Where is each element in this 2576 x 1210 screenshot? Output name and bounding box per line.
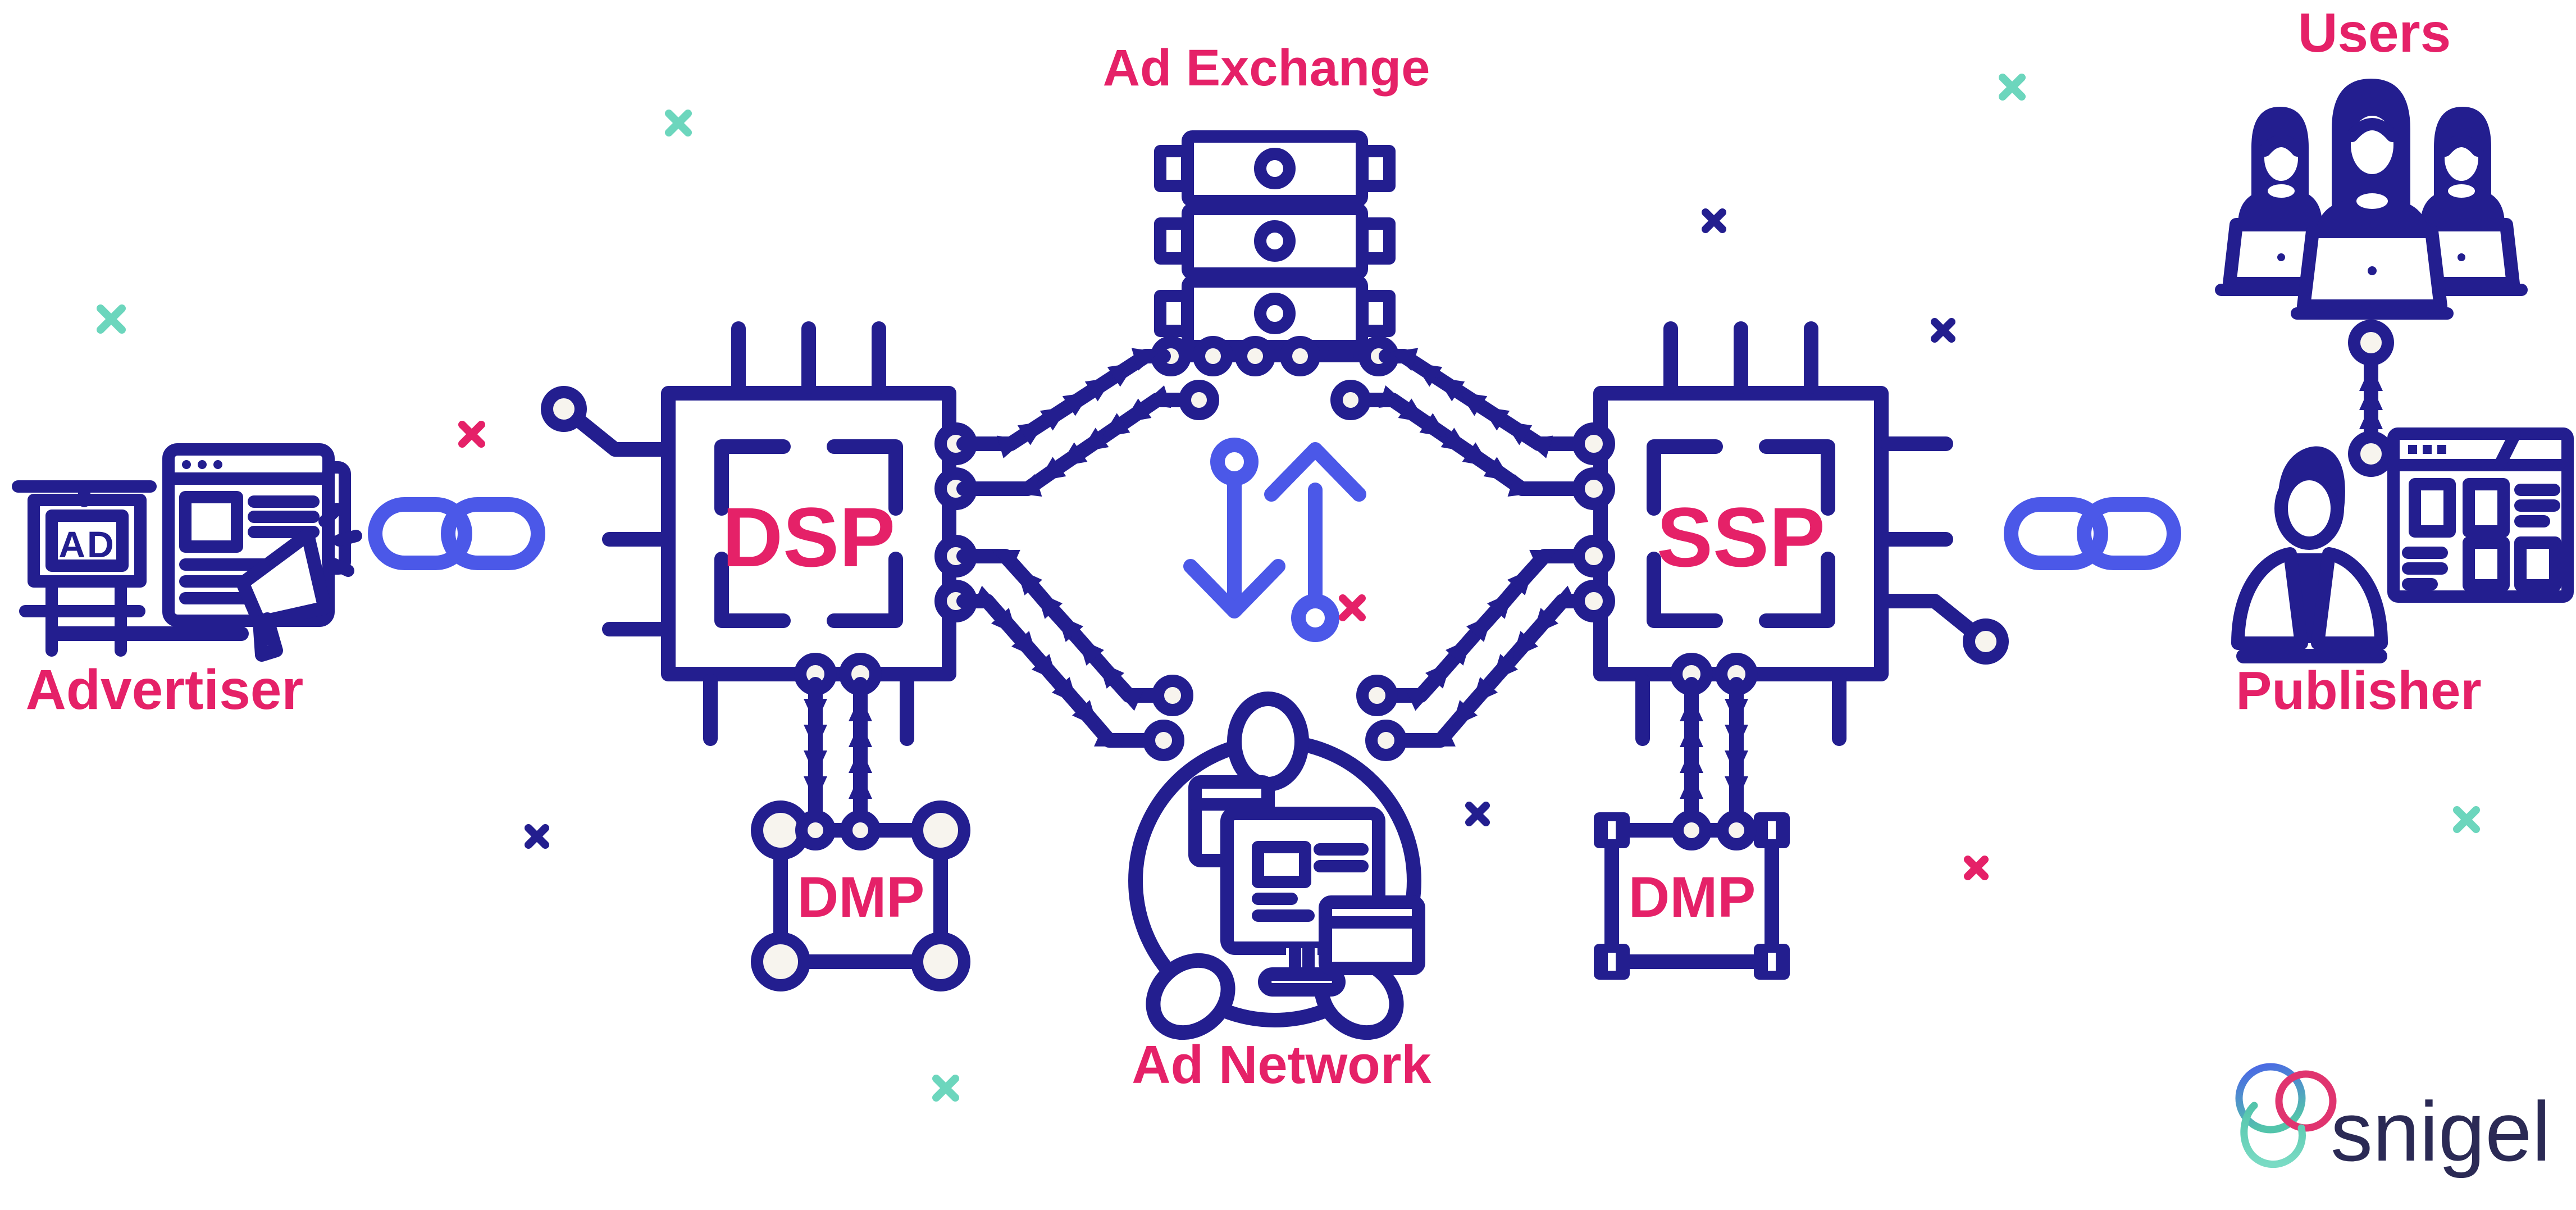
scatter-x-icon	[1931, 318, 1955, 343]
users-label: Users	[2298, 2, 2451, 63]
ad-network-computers-icon	[1188, 775, 1425, 997]
publisher-website-icon	[2387, 427, 2574, 603]
snigel-wordmark: snigel	[2331, 1084, 2551, 1179]
ad-webpage-icon	[162, 443, 351, 627]
server-stack-icon	[1151, 130, 1399, 376]
scatter-x-icon	[932, 1075, 959, 1102]
arrow-up-icon	[1264, 442, 1366, 642]
ad-exchange-label: Ad Exchange	[1103, 39, 1430, 97]
scatter-x-icon	[97, 304, 126, 334]
dmp-left-label: DMP	[797, 865, 925, 929]
ad-network-group: Ad Network	[1128, 692, 1431, 1095]
user-center-icon	[2291, 79, 2454, 320]
advertiser-label: Advertiser	[26, 658, 304, 721]
ad-exchange-group: Ad Exchange	[1103, 39, 1430, 376]
scatter-decorations	[97, 74, 2480, 1102]
dsp-network-connectors	[956, 549, 1193, 761]
link-right-icon	[2004, 497, 2181, 570]
ad-network-label: Ad Network	[1132, 1035, 1431, 1095]
ad-billboard-icon: AD	[12, 480, 157, 657]
dmp-right-corner-squares	[1594, 812, 1790, 980]
ssp-network-connectors	[1356, 549, 1593, 761]
scatter-x-icon	[1465, 802, 1490, 826]
ssp-dmp-connectors	[1680, 677, 1748, 821]
users-publisher-connector	[2348, 320, 2394, 477]
scatter-x-icon	[1964, 856, 1989, 880]
ssp-chip: SSP	[1572, 321, 2009, 746]
megaphone-icon	[236, 503, 362, 662]
exchange-flow-arrows	[1183, 438, 1366, 642]
dmp-right-box: DMP	[1594, 810, 1790, 980]
ssp-label: SSP	[1657, 490, 1825, 584]
publisher-person-icon	[2231, 446, 2388, 650]
dsp-exchange-connectors	[956, 348, 1219, 497]
scatter-x-icon	[2453, 806, 2480, 833]
dsp-dmp-connectors	[804, 677, 872, 821]
ssp-exchange-connectors	[1330, 348, 1593, 497]
publisher-group: Publisher	[2231, 427, 2574, 721]
dsp-label: DSP	[722, 490, 895, 584]
scatter-x-icon	[1702, 208, 1726, 233]
billboard-ad-text: AD	[58, 524, 115, 565]
users-group: Users	[2215, 2, 2528, 320]
scatter-x-icon	[458, 421, 485, 448]
scatter-x-icon	[1999, 74, 2026, 101]
dmp-left-box: DMP	[751, 800, 970, 991]
dmp-right-label: DMP	[1629, 865, 1756, 929]
publisher-label: Publisher	[2236, 661, 2481, 721]
scatter-x-icon	[1339, 594, 1366, 621]
link-left-icon	[368, 497, 545, 570]
snigel-swirl-icon	[2235, 1063, 2337, 1168]
dsp-chip: DSP	[541, 321, 977, 746]
snigel-logo: snigel	[2235, 1063, 2551, 1179]
arrow-down-icon	[1183, 438, 1285, 618]
scatter-x-icon	[525, 824, 549, 849]
advertiser-group: AD Advertiser	[12, 443, 362, 721]
scatter-x-icon	[665, 110, 692, 137]
